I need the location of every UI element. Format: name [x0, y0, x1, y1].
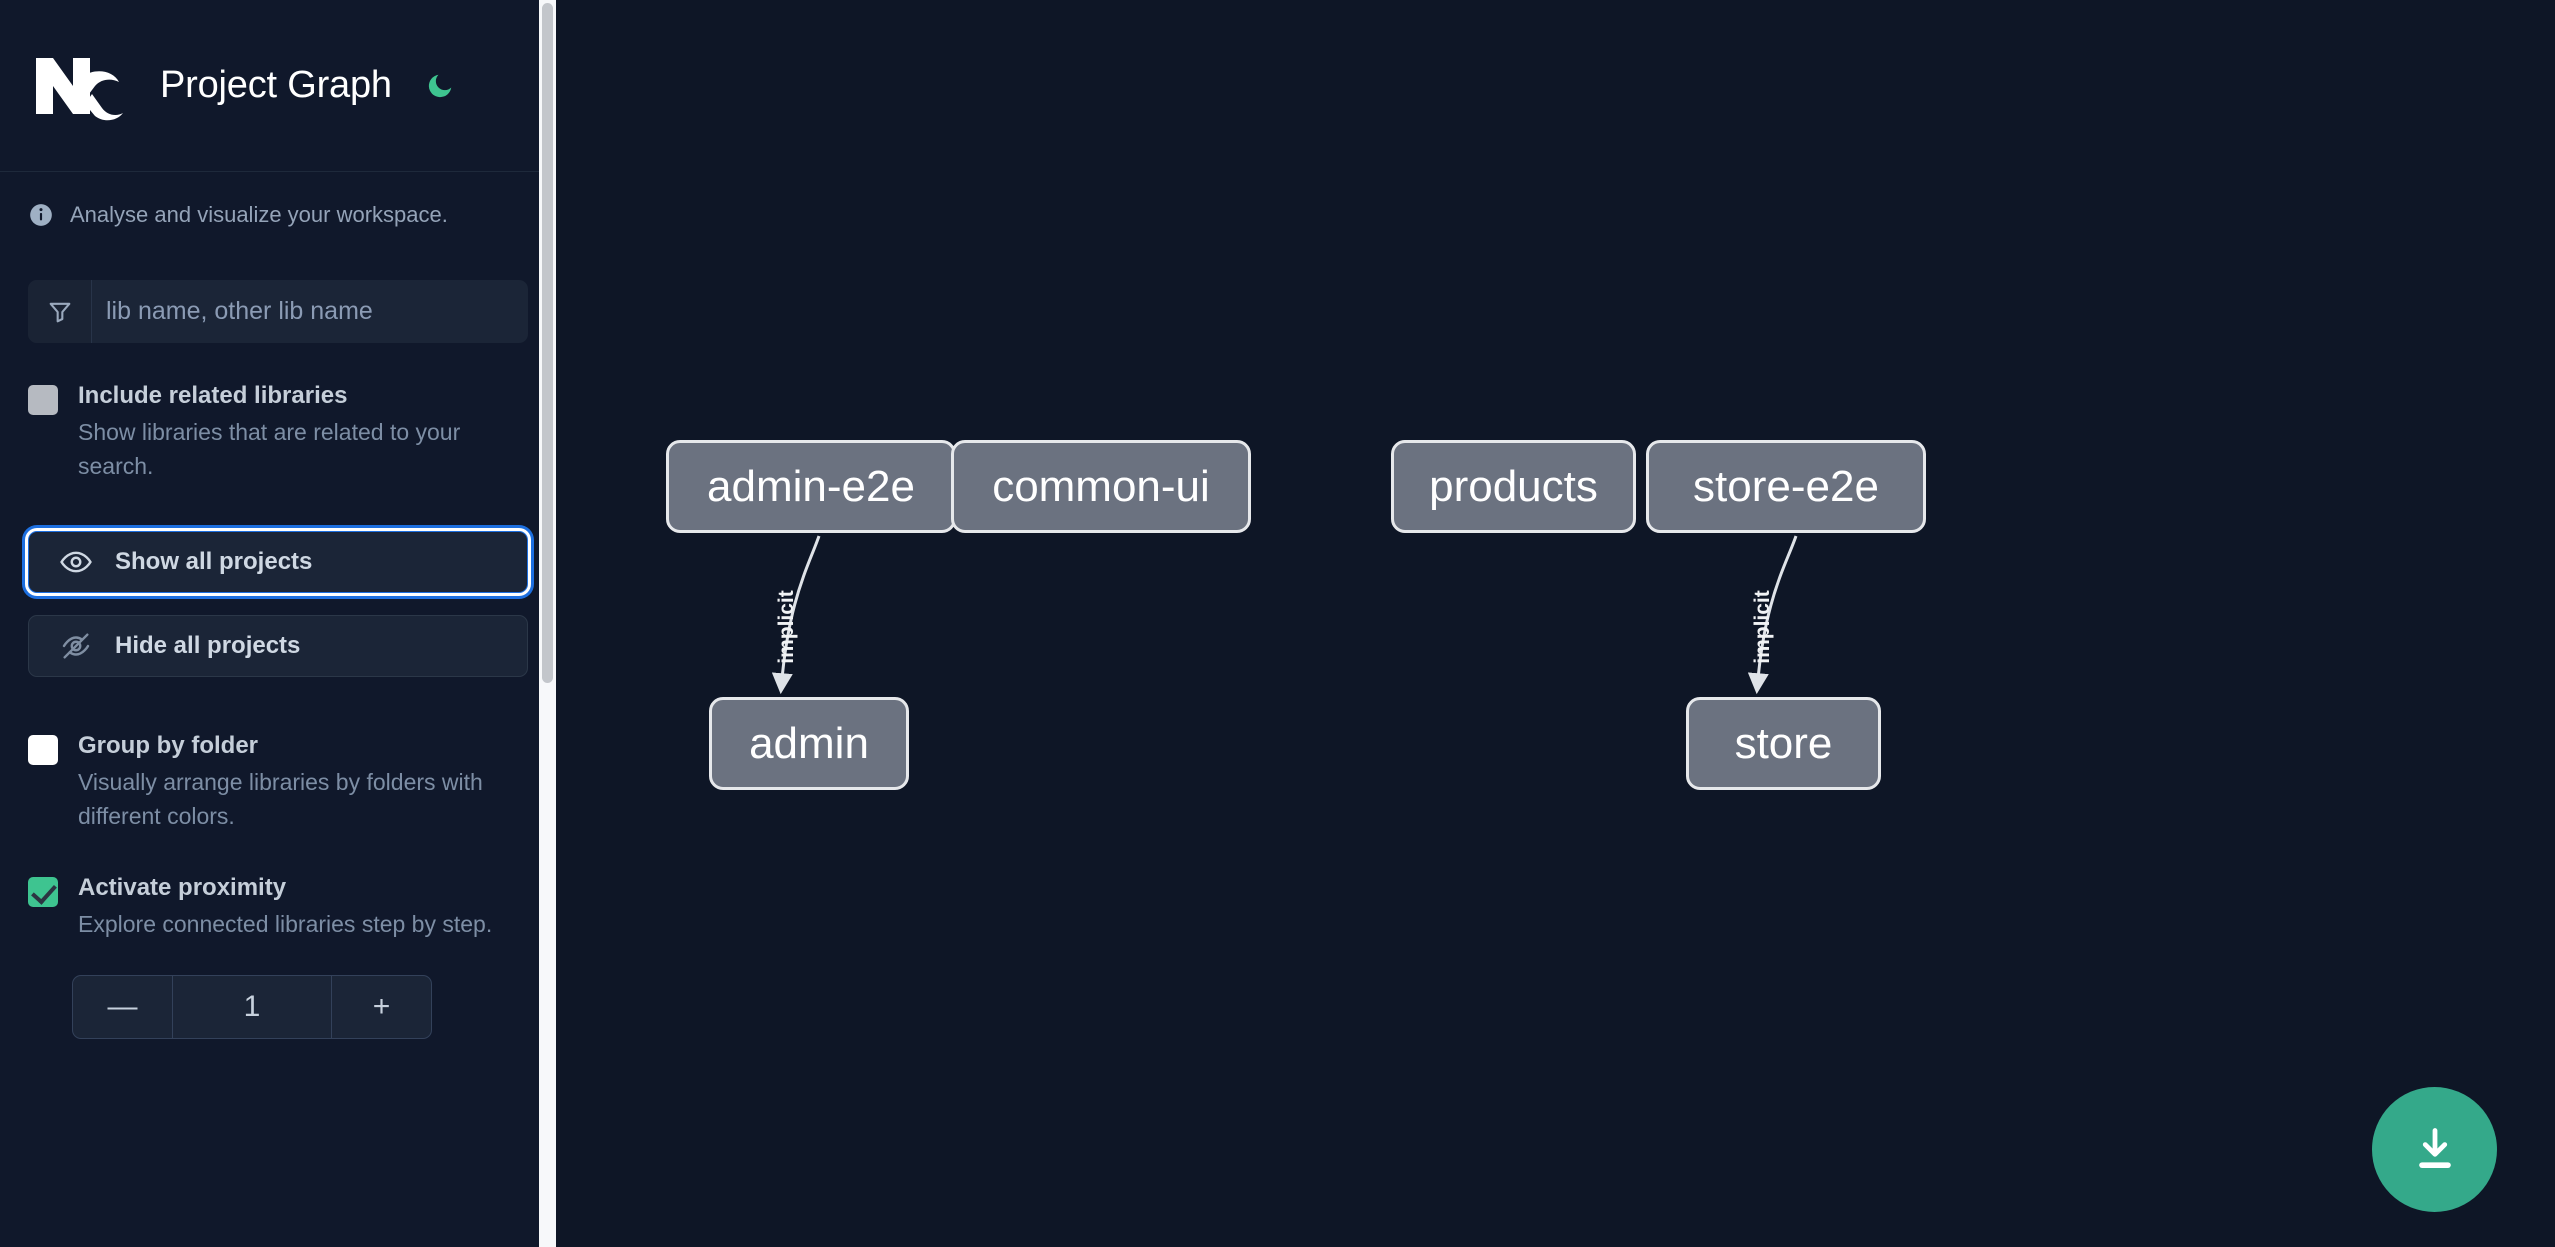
filter-funnel-icon — [28, 280, 92, 343]
edge-label-implicit-admin: implicit — [774, 590, 798, 664]
graph-canvas[interactable]: implicit implicit admin-e2e common-ui pr… — [556, 0, 2555, 1247]
graph-node-store-e2e[interactable]: store-e2e — [1646, 440, 1926, 533]
option-activate-proximity[interactable]: Activate proximity Explore connected lib… — [28, 871, 528, 945]
activate-proximity-checkbox[interactable] — [28, 877, 58, 907]
option-label: Include related libraries — [78, 382, 348, 409]
graph-node-products[interactable]: products — [1391, 440, 1636, 533]
tagline-text: Analyse and visualize your workspace. — [70, 202, 448, 227]
moon-icon[interactable] — [420, 66, 460, 106]
proximity-increment-button[interactable]: + — [331, 976, 431, 1038]
hide-all-projects-button[interactable]: Hide all projects — [28, 615, 528, 677]
page-title: Project Graph — [160, 64, 392, 106]
tagline: Analyse and visualize your workspace. — [0, 172, 556, 258]
hide-all-projects-label: Hide all projects — [115, 632, 301, 659]
search-field[interactable] — [28, 280, 528, 343]
proximity-value: 1 — [243, 990, 261, 1023]
graph-node-common-ui[interactable]: common-ui — [951, 440, 1251, 533]
option-description: Show libraries that are related to your … — [78, 419, 461, 479]
option-label: Group by folder — [78, 732, 258, 759]
show-all-projects-button[interactable]: Show all projects — [28, 531, 528, 593]
sidebar-scrollbar-thumb[interactable] — [542, 3, 553, 683]
edge-label-implicit-store: implicit — [1750, 590, 1774, 664]
proximity-decrement-button[interactable]: — — [73, 976, 173, 1038]
sidebar-scrollbar[interactable] — [539, 0, 556, 1247]
option-description: Visually arrange libraries by folders wi… — [78, 769, 483, 829]
search-input[interactable] — [92, 280, 528, 343]
proximity-stepper[interactable]: — 1 + — [72, 975, 432, 1039]
graph-node-admin-e2e[interactable]: admin-e2e — [666, 440, 956, 533]
sidebar-header: Project Graph — [0, 0, 556, 172]
sidebar: Project Graph Analyse and visualize your… — [0, 0, 556, 1247]
info-icon — [28, 202, 54, 228]
option-description: Explore connected libraries step by step… — [78, 911, 493, 937]
graph-edges — [771, 535, 1798, 695]
show-all-projects-label: Show all projects — [115, 548, 313, 575]
graph-node-store[interactable]: store — [1686, 697, 1881, 790]
group-by-folder-checkbox[interactable] — [28, 735, 58, 765]
option-include-related-libraries[interactable]: Include related libraries Show libraries… — [28, 379, 528, 487]
option-group-by-folder[interactable]: Group by folder Visually arrange librari… — [28, 729, 528, 837]
eye-icon — [59, 545, 93, 579]
nx-logo-icon — [28, 50, 128, 122]
graph-node-admin[interactable]: admin — [709, 697, 909, 790]
include-related-libraries-checkbox[interactable] — [28, 385, 58, 415]
eye-off-icon — [59, 629, 93, 663]
download-icon — [2418, 1127, 2451, 1168]
option-label: Activate proximity — [78, 874, 287, 901]
sidebar-body: Include related libraries Show libraries… — [0, 258, 556, 1039]
download-graph-button[interactable] — [2372, 1087, 2497, 1212]
